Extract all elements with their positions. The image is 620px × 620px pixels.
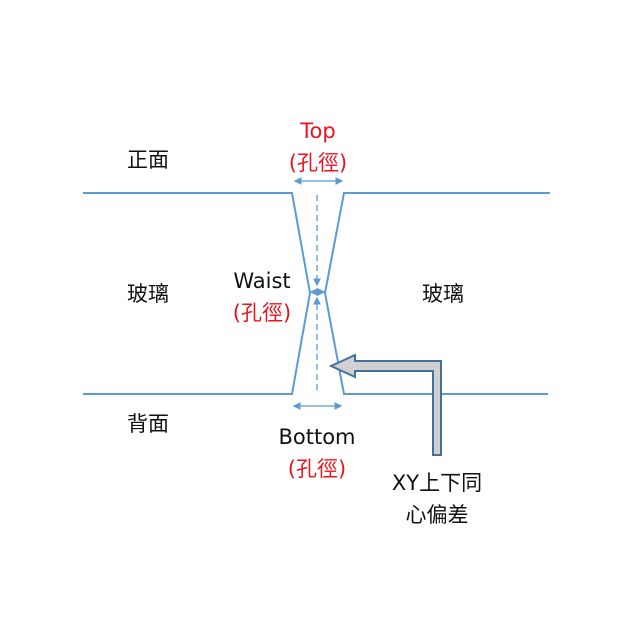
glass-right-label: 玻璃: [422, 282, 464, 306]
back-label: 背面: [127, 412, 169, 436]
waist-sub-label: (孔徑): [232, 301, 292, 325]
bottom-sub-label: (孔徑): [287, 457, 347, 481]
bottom-label: Bottom: [278, 425, 356, 449]
waist-label: Waist: [233, 269, 291, 293]
offset-label-line2: 心偏差: [405, 503, 469, 527]
top-sub-label: (孔徑): [288, 151, 348, 175]
offset-callout-arrow: [328, 353, 442, 456]
top-label: Top: [300, 119, 336, 143]
glass-left-label: 玻璃: [127, 282, 169, 306]
offset-label-line1: XY上下同: [391, 471, 483, 495]
front-label: 正面: [127, 148, 169, 172]
